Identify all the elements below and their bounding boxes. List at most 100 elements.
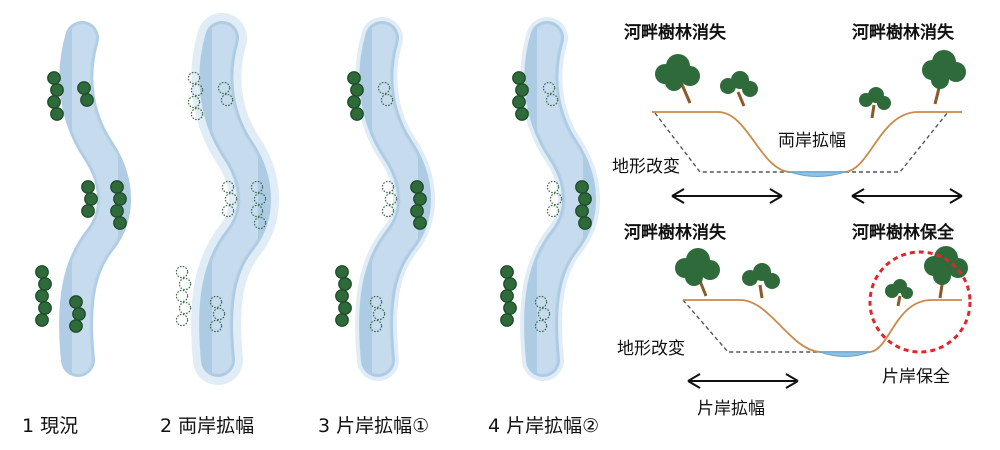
tree-icon — [515, 107, 529, 121]
tree-icon — [221, 180, 235, 194]
plan-panel-4 — [500, 17, 601, 381]
tree-icon — [190, 107, 204, 121]
tree-icon — [549, 192, 563, 206]
tree-icon — [220, 93, 234, 107]
double-arrow-icon — [671, 188, 783, 204]
cross-section-both-banks: 河畔樹林消失 河畔樹林消失 両岸拡幅 地形改変 — [612, 22, 966, 204]
tree-icon — [922, 50, 966, 105]
tree-cluster — [217, 81, 234, 107]
tree-icon — [250, 204, 264, 218]
tree-icon — [372, 307, 386, 321]
bottom-original-ground-dashed — [682, 299, 820, 353]
tree-icon — [534, 295, 548, 309]
tree-icon — [224, 192, 238, 206]
tree-icon — [113, 192, 127, 206]
tree-icon — [380, 93, 394, 107]
tree-cluster — [209, 295, 226, 333]
tree-icon — [338, 277, 352, 291]
tree-icon — [175, 265, 189, 279]
tree-icon — [187, 95, 201, 109]
tree-icon — [578, 192, 592, 206]
tree-icon — [410, 204, 424, 218]
tree-icon — [350, 83, 364, 97]
tree-icon — [347, 71, 361, 85]
tree-icon — [335, 265, 349, 279]
tree-cluster — [81, 180, 98, 218]
tree-icon — [859, 87, 891, 119]
panel-1-caption: 1 現況 — [22, 415, 78, 437]
tree-icon — [578, 216, 592, 230]
tree-cluster — [35, 265, 52, 327]
bottom-water — [819, 351, 871, 357]
top-right-heading: 河畔樹林消失 — [852, 22, 955, 43]
tree-icon — [47, 71, 61, 85]
tree-icon — [77, 81, 91, 95]
tree-icon — [35, 313, 49, 327]
tree-icon — [369, 295, 383, 309]
plan-panel-1 — [35, 21, 132, 377]
tree-icon — [338, 301, 352, 315]
tree-icon — [742, 263, 780, 299]
tree-icon — [187, 71, 201, 85]
river-water — [202, 24, 269, 374]
tree-icon — [178, 301, 192, 315]
plan-panel-2 — [175, 13, 279, 385]
tree-icon — [38, 277, 52, 291]
tree-cluster — [47, 71, 64, 121]
tree-icon — [69, 319, 83, 333]
tree-icon — [546, 180, 560, 194]
tree-icon — [381, 204, 395, 218]
tree-icon — [190, 83, 204, 97]
tree-icon — [512, 95, 526, 109]
tree-icon — [47, 95, 61, 109]
tree-cluster — [410, 180, 427, 230]
top-center-label: 両岸拡幅 — [778, 131, 846, 151]
tree-icon — [350, 107, 364, 121]
bottom-side-label: 地形改変 — [617, 339, 685, 359]
tree-icon — [175, 289, 189, 303]
top-left-heading: 河畔樹林消失 — [624, 22, 727, 43]
tree-icon — [110, 204, 124, 218]
tree-icon — [175, 313, 189, 327]
bottom-left-heading: 河畔樹林消失 — [624, 222, 727, 243]
tree-icon — [35, 289, 49, 303]
tree-icon — [110, 180, 124, 194]
tree-icon — [500, 289, 514, 303]
tree-icon — [675, 248, 720, 297]
tree-icon — [250, 180, 264, 194]
panel-4-caption: 4 片岸拡幅② — [488, 415, 599, 437]
bottom-right-heading: 河畔樹林保全 — [852, 222, 955, 243]
tree-icon — [212, 307, 226, 321]
tree-icon — [500, 265, 514, 279]
tree-icon — [113, 216, 127, 230]
bottom-circle-label: 片岸保全 — [882, 367, 950, 387]
tree-icon — [537, 307, 551, 321]
tree-icon — [50, 83, 64, 97]
panel-3-caption: 3 片岸拡幅① — [318, 415, 429, 437]
tree-cluster — [534, 295, 551, 333]
tree-cluster — [77, 81, 94, 107]
tree-cluster — [500, 265, 517, 327]
tree-icon — [546, 204, 560, 218]
tree-cluster — [546, 180, 563, 218]
plan-view-panels — [35, 13, 601, 385]
tree-icon — [217, 81, 231, 95]
tree-icon — [369, 319, 383, 333]
top-water — [789, 171, 846, 177]
cross-section-one-bank: 河畔樹林消失 河畔樹林保全 地形改変 片岸保全 片岸拡幅 — [617, 222, 972, 419]
double-arrow-icon — [687, 373, 799, 389]
double-arrow-icon — [851, 188, 963, 204]
tree-cluster — [381, 180, 398, 218]
tree-cluster — [512, 71, 529, 121]
bottom-arrow-label: 片岸拡幅 — [697, 399, 765, 419]
tree-cluster — [575, 180, 592, 230]
tree-icon — [503, 301, 517, 315]
tree-cluster — [175, 265, 192, 327]
tree-icon — [50, 107, 64, 121]
panel-2-caption: 2 両岸拡幅 — [160, 415, 254, 437]
tree-icon — [209, 295, 223, 309]
tree-icon — [80, 93, 94, 107]
preserved-bank-circle — [868, 250, 972, 354]
tree-icon — [84, 192, 98, 206]
